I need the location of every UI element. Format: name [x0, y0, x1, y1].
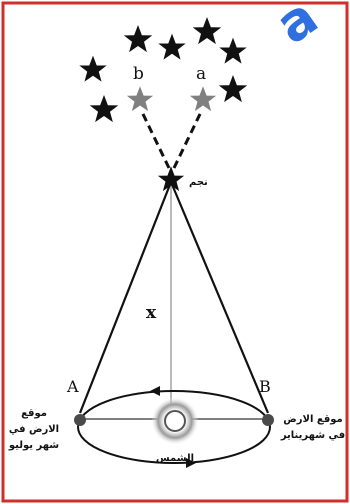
sun-label: الشمس — [156, 453, 194, 464]
apparent-star-b-label: b — [133, 64, 144, 84]
earth-july-caption: موقع الارض في شهر يوليو — [8, 408, 59, 451]
earth-position-A — [74, 414, 86, 426]
earth-july-line-1: موقع — [21, 408, 47, 419]
apparent-star-b — [127, 86, 153, 111]
sight-line-from-A — [80, 182, 171, 413]
position-A-label: A — [66, 377, 79, 396]
orbit-arrow-top — [150, 386, 160, 396]
background-star-1 — [124, 25, 153, 52]
sight-line-from-B — [171, 182, 268, 413]
background-star-3 — [193, 17, 222, 44]
earth-july-line-3: شهر يوليو — [8, 440, 59, 451]
position-B-label: B — [259, 377, 271, 396]
earth-january-line-2: في شهريناير — [280, 430, 345, 441]
dashed-line-to-a — [174, 112, 201, 168]
earth-july-line-2: الارض في — [9, 424, 59, 435]
background-stars — [79, 17, 247, 122]
earth-position-B — [262, 414, 274, 426]
apparent-star-a — [190, 86, 216, 111]
sun — [165, 411, 185, 431]
apparent-star-a-label: a — [196, 64, 206, 84]
background-star-2 — [158, 34, 185, 60]
earth-january-caption: موقع الارض في شهريناير — [280, 414, 345, 441]
background-star-6 — [219, 75, 248, 102]
dashed-line-to-b — [142, 112, 169, 168]
watermark-letter: a — [266, 0, 329, 56]
distance-label: x — [146, 303, 157, 323]
background-star-7 — [90, 95, 119, 122]
background-star-5 — [79, 56, 106, 82]
background-star-4 — [219, 38, 246, 64]
near-star-label: نجم — [189, 177, 208, 188]
earth-january-line-1: موقع الارض — [283, 414, 342, 425]
